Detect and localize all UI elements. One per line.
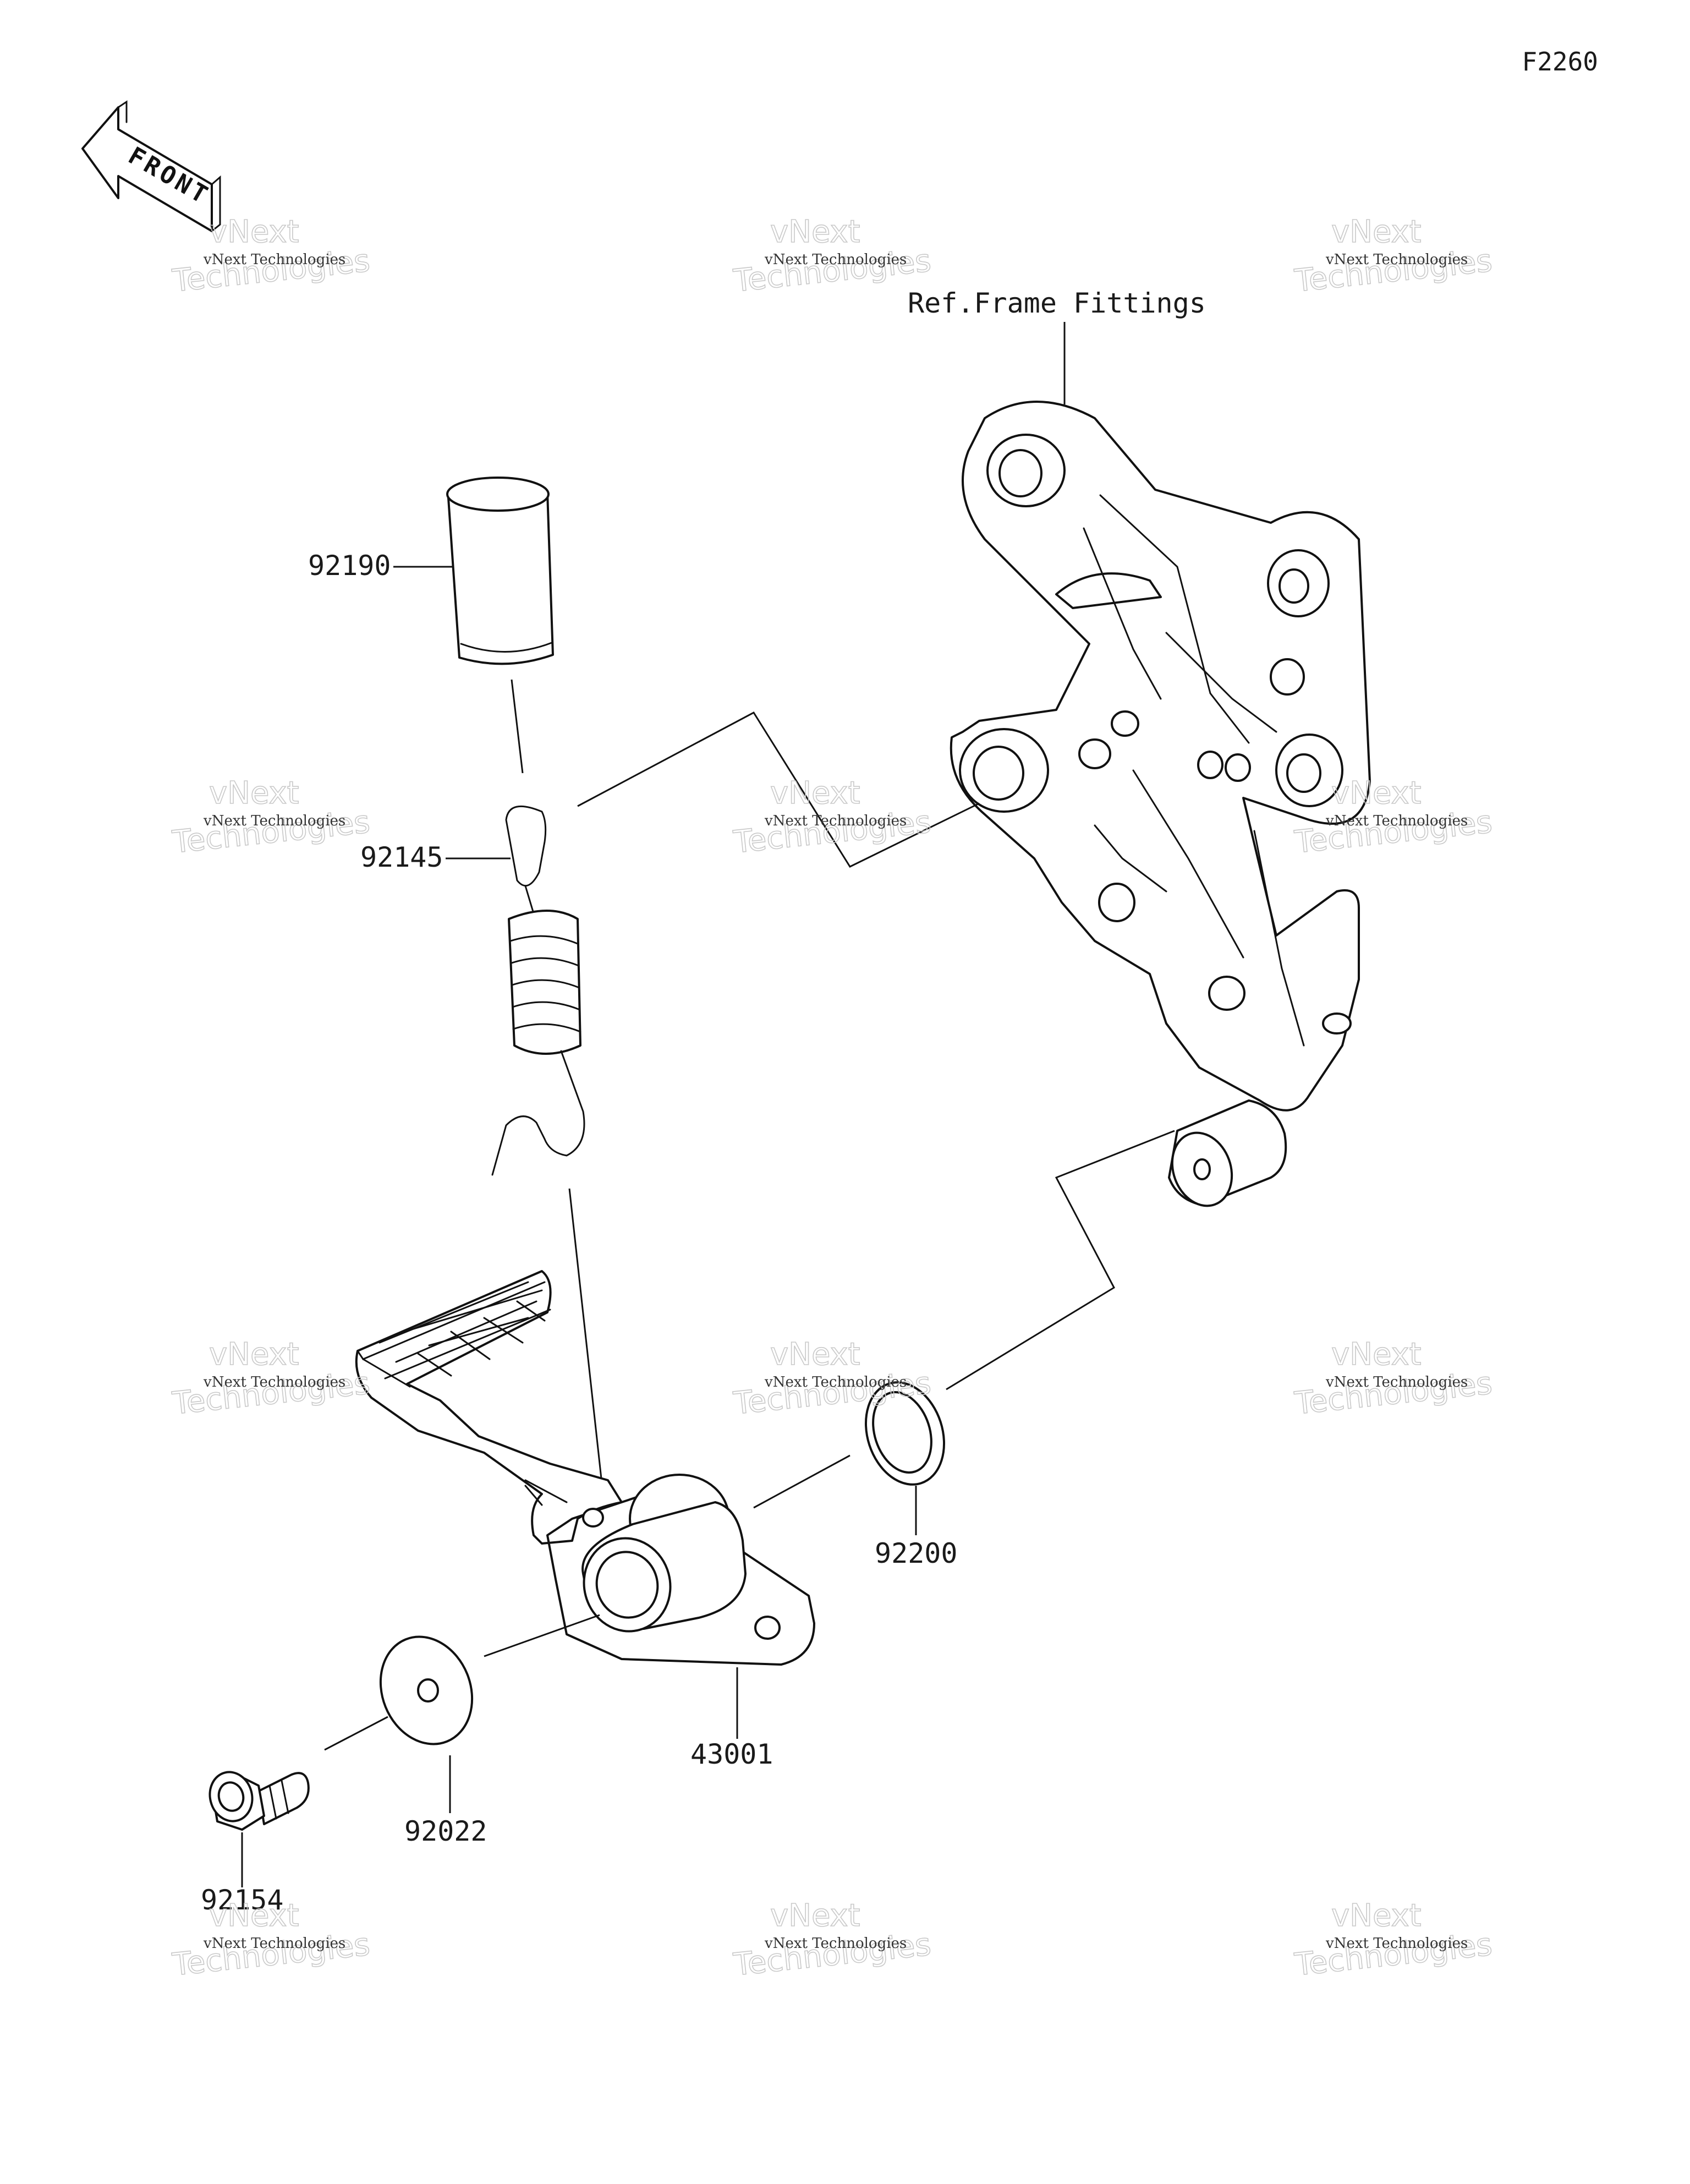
washer-92022 [379, 1635, 474, 1745]
svg-text:vNext Technologies: vNext Technologies [764, 251, 907, 268]
svg-text:vNext: vNext [1331, 1337, 1422, 1372]
watermark: vNext Technologies vNext Technologies [731, 775, 933, 861]
washer-92200 [864, 1381, 946, 1486]
part-label-92022: 92022 [404, 1815, 487, 1847]
leader-washer-to-pivot [946, 1130, 1175, 1391]
svg-text:vNext: vNext [209, 1337, 299, 1372]
svg-text:vNext: vNext [209, 1898, 299, 1934]
front-arrow-icon: FRONT [81, 100, 221, 232]
svg-text:vNext: vNext [770, 1337, 860, 1372]
svg-text:vNext: vNext [209, 775, 299, 811]
part-label-43001: 43001 [690, 1738, 773, 1770]
svg-text:vNext: vNext [770, 1898, 860, 1934]
diagram-code: F2260 [1522, 47, 1598, 76]
svg-text:vNext: vNext [1331, 214, 1422, 250]
svg-text:vNext Technologies: vNext Technologies [1325, 1935, 1468, 1952]
part-label-92154: 92154 [201, 1884, 284, 1916]
part-label-92190: 92190 [308, 550, 391, 582]
leader-spring-to-pedal [568, 1188, 603, 1489]
svg-text:vNext Technologies: vNext Technologies [203, 1935, 345, 1952]
svg-text:vNext: vNext [1331, 775, 1422, 811]
leader-pedal-to-washer-92022 [484, 1614, 600, 1657]
svg-text:vNext Technologies: vNext Technologies [203, 1374, 345, 1391]
watermark: vNext Technologies vNext Technologies [1292, 214, 1494, 299]
brake-pedal-43001 [355, 1270, 815, 1666]
watermark: vNext Technologies vNext Technologies [170, 214, 372, 299]
part-label-92200: 92200 [875, 1537, 958, 1569]
svg-text:vNext Technologies: vNext Technologies [1325, 1374, 1468, 1391]
watermark-group: vNext Technologies vNext Technologies vN… [170, 214, 1494, 1983]
sleeve-92190 [446, 477, 554, 665]
frame-fitting-bracket [950, 401, 1371, 1207]
leader-spring-to-frame [577, 711, 980, 868]
watermark: vNext Technologies vNext Technologies [1292, 1336, 1494, 1422]
svg-text:vNext Technologies: vNext Technologies [764, 813, 907, 829]
watermark: vNext Technologies vNext Technologies [1292, 1897, 1494, 1983]
svg-text:vNext Technologies: vNext Technologies [203, 813, 345, 829]
spring-92145 [491, 805, 585, 1176]
leader-pedal-to-washer-92200 [753, 1454, 851, 1509]
svg-text:vNext: vNext [209, 214, 299, 250]
watermark: vNext Technologies vNext Technologies [731, 1897, 933, 1983]
leader-92190-to-spring [511, 679, 524, 774]
watermark: vNext Technologies vNext Technologies [170, 1336, 372, 1422]
svg-text:vNext: vNext [770, 775, 860, 811]
svg-text:vNext: vNext [1331, 1898, 1422, 1934]
ref-frame-fittings-label: Ref.Frame Fittings [908, 287, 1206, 319]
svg-text:vNext Technologies: vNext Technologies [203, 251, 345, 268]
svg-text:vNext: vNext [770, 214, 860, 250]
svg-text:vNext Technologies: vNext Technologies [1325, 251, 1468, 268]
watermark: vNext Technologies vNext Technologies [731, 214, 933, 299]
svg-text:vNext Technologies: vNext Technologies [764, 1935, 907, 1952]
svg-text:vNext Technologies: vNext Technologies [1325, 813, 1468, 829]
leader-washer-to-bolt [324, 1716, 388, 1751]
watermark: vNext Technologies vNext Technologies [170, 775, 372, 861]
bolt-92154 [208, 1771, 310, 1831]
part-label-92145: 92145 [360, 841, 443, 873]
svg-text:vNext Technologies: vNext Technologies [764, 1374, 907, 1391]
